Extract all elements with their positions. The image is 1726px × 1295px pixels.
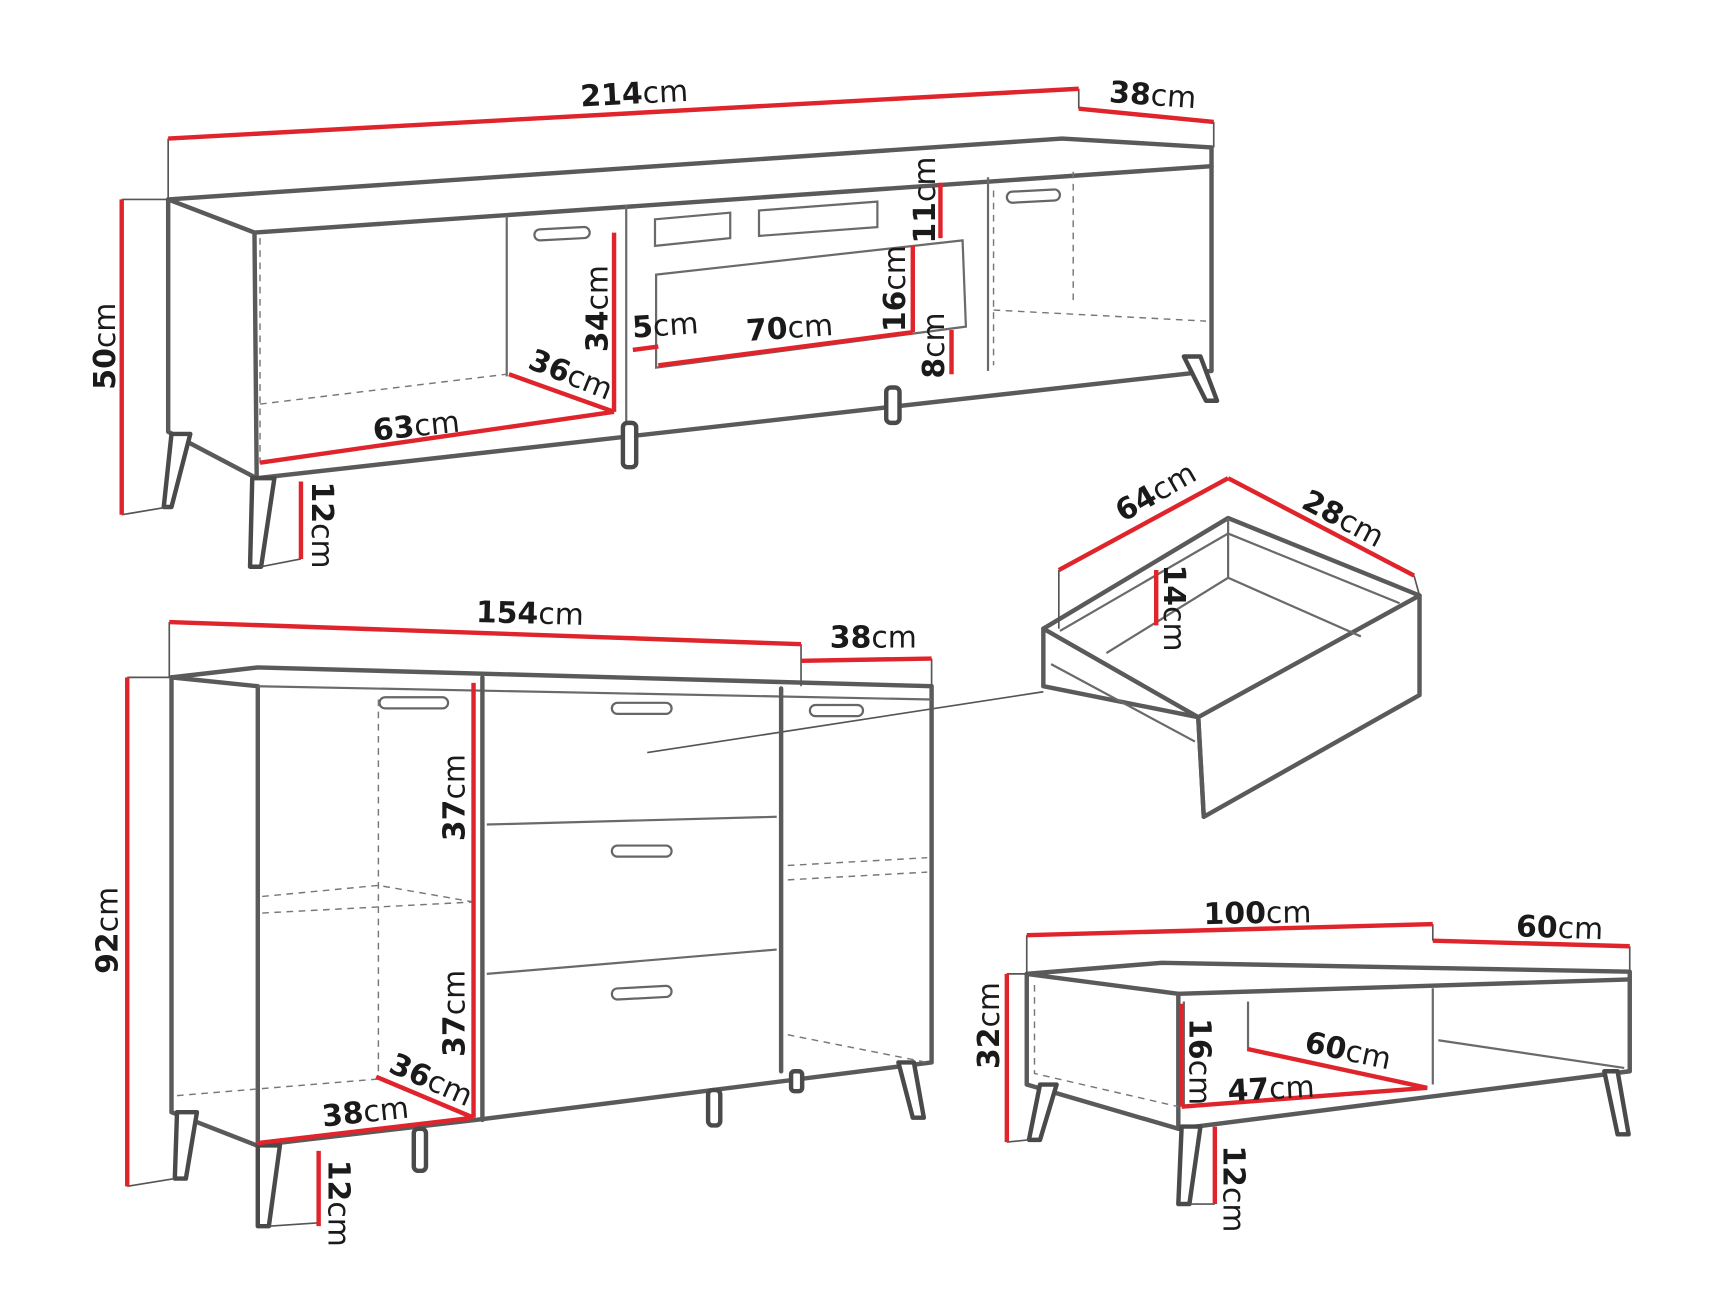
label-sideboard-upper-shelf: 37cm bbox=[438, 754, 473, 841]
label-table-width: 100cm bbox=[1203, 895, 1311, 932]
drawer bbox=[647, 515, 1422, 819]
coffee-table-dimensions: 100cm 60cm 32cm 16cm 47cm 60cm 12cm bbox=[972, 895, 1630, 1232]
label-drawer-depth: 28cm bbox=[1296, 483, 1389, 555]
label-tv-compartment-width: 63cm bbox=[371, 405, 461, 449]
label-sideboard-lower-shelf: 37cm bbox=[438, 970, 473, 1057]
label-tv-opening-width: 70cm bbox=[745, 308, 834, 349]
label-sideboard-shelf-width: 38cm bbox=[320, 1091, 410, 1135]
label-table-height: 32cm bbox=[972, 982, 1007, 1069]
label-tv-width: 214cm bbox=[579, 74, 689, 115]
label-tv-depth: 38cm bbox=[1108, 75, 1197, 116]
label-tv-leg: 12cm bbox=[304, 482, 339, 569]
label-tv-opening-height: 16cm bbox=[878, 245, 913, 332]
label-sideboard-width: 154cm bbox=[476, 595, 585, 633]
label-tv-opening-margin: 5cm bbox=[631, 306, 700, 346]
label-table-leg: 12cm bbox=[1216, 1145, 1251, 1232]
dim-line-tv-width bbox=[168, 86, 1079, 141]
label-tv-top-panel: 11cm bbox=[908, 157, 943, 244]
label-sideboard-leg: 12cm bbox=[321, 1160, 356, 1247]
label-drawer-height: 14cm bbox=[1156, 565, 1191, 652]
label-sideboard-depth: 38cm bbox=[830, 621, 917, 656]
tv-stand-dimensions: 214cm 38cm 50cm 12cm 63cm 36cm 34cm 5cm … bbox=[88, 74, 1214, 569]
sideboard-dimensions: 154cm 38cm 92cm 37cm 37cm 36cm 38cm 12cm bbox=[90, 595, 932, 1247]
label-table-shelf-width: 47cm bbox=[1227, 1070, 1316, 1110]
tv-stand bbox=[121, 88, 1220, 569]
dim-line-tv-depth bbox=[1078, 106, 1214, 125]
label-table-shelf-height: 16cm bbox=[1181, 1018, 1216, 1105]
drawer-dimensions: 64cm 28cm 14cm bbox=[1057, 456, 1416, 652]
label-sideboard-height: 92cm bbox=[90, 887, 125, 974]
label-table-depth: 60cm bbox=[1516, 909, 1604, 947]
label-tv-compartment-height: 34cm bbox=[580, 265, 615, 352]
label-tv-height: 50cm bbox=[88, 303, 123, 390]
label-tv-bottom-margin: 8cm bbox=[917, 312, 952, 378]
sideboard bbox=[127, 622, 934, 1229]
